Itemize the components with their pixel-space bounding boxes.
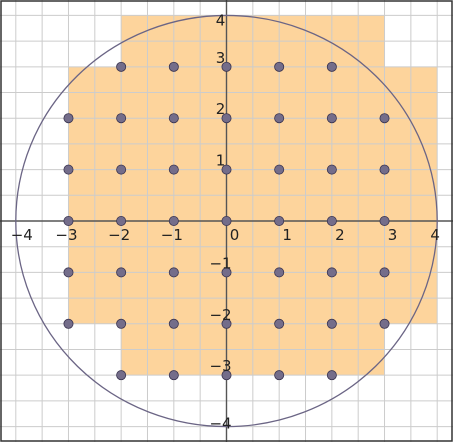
lattice-point: [168, 164, 179, 175]
lattice-point: [221, 318, 232, 329]
lattice-point: [274, 61, 285, 72]
lattice-point: [63, 164, 74, 175]
x-tick-label: −2: [108, 226, 130, 244]
lattice-point: [274, 318, 285, 329]
lattice-point: [274, 113, 285, 124]
x-tick-label: 1: [282, 226, 292, 244]
lattice-point: [63, 318, 74, 329]
lattice-point: [326, 113, 337, 124]
lattice-point: [326, 164, 337, 175]
x-tick-label: −3: [55, 226, 77, 244]
y-tick-label: 1: [216, 152, 226, 170]
lattice-point: [63, 113, 74, 124]
lattice-point: [379, 164, 390, 175]
lattice-point: [63, 267, 74, 278]
lattice-point: [274, 267, 285, 278]
lattice-point: [379, 113, 390, 124]
x-tick-label: 3: [388, 226, 398, 244]
lattice-point: [221, 215, 232, 226]
lattice-point: [116, 267, 127, 278]
lattice-point: [116, 113, 127, 124]
tick-labels: −4 −3 −2 −1 0 1 2 3 4 4 3 2 1 −1 −2 −3 −4: [11, 11, 440, 432]
lattice-point: [168, 113, 179, 124]
lattice-point: [274, 370, 285, 381]
lattice-point: [379, 318, 390, 329]
lattice-point: [326, 370, 337, 381]
lattice-point: [221, 267, 232, 278]
lattice-point: [116, 61, 127, 72]
circle: [15, 14, 438, 428]
x-tick-label: 2: [335, 226, 345, 244]
y-tick-label: −3: [209, 357, 231, 375]
lattice-point: [326, 318, 337, 329]
lattice-point: [168, 61, 179, 72]
lattice-point: [168, 370, 179, 381]
lattice-point: [63, 215, 74, 226]
lattice-point: [168, 318, 179, 329]
circle-layer: [15, 14, 438, 428]
lattice-point: [116, 370, 127, 381]
lattice-point: [221, 164, 232, 175]
lattice-point: [379, 267, 390, 278]
y-tick-label: 4: [216, 11, 226, 29]
lattice-point: [116, 164, 127, 175]
x-tick-label: 0: [230, 226, 240, 244]
lattice-point: [326, 215, 337, 226]
y-tick-label: 3: [216, 49, 226, 67]
lattice-points: [63, 61, 390, 381]
y-tick-label: 2: [216, 100, 226, 118]
lattice-point: [326, 61, 337, 72]
x-tick-label: −4: [11, 226, 33, 244]
lattice-point: [221, 370, 232, 381]
lattice-point: [221, 113, 232, 124]
lattice-point: [116, 318, 127, 329]
lattice-point: [274, 164, 285, 175]
x-tick-label: 4: [430, 226, 440, 244]
y-tick-label: −4: [209, 415, 231, 433]
lattice-point: [116, 215, 127, 226]
lattice-point: [168, 215, 179, 226]
lattice-point: [326, 267, 337, 278]
lattice-point: [379, 215, 390, 226]
y-tick-label: −1: [209, 254, 231, 272]
lattice-point: [168, 267, 179, 278]
lattice-point: [221, 61, 232, 72]
lattice-point: [274, 215, 285, 226]
x-tick-label: −1: [161, 226, 183, 244]
y-tick-label: −2: [209, 306, 231, 324]
